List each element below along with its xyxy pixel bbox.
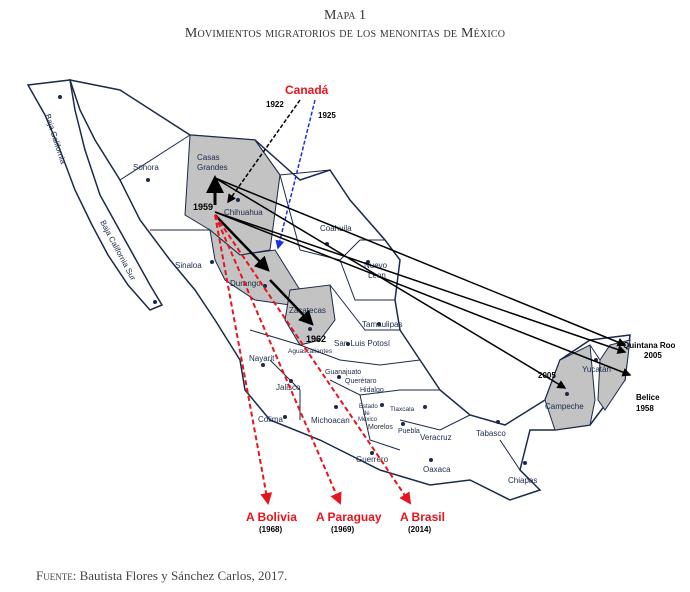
state-label: Querétaro [345,378,377,385]
state-label: Yucatán [582,365,611,374]
year-1959: 1959 [193,202,213,212]
state-label: Nayarit [249,354,275,363]
state-label: Tamaulipas [362,320,402,329]
baja-peninsula [26,79,164,311]
arrow-campeche [214,177,567,389]
state-label: Michoacan [311,416,350,425]
mainland [68,79,631,501]
year-1925: 1925 [318,111,336,120]
state-label: Chiapas [508,476,537,485]
year-1958: 1958 [636,404,654,413]
year-2005-campeche: 2005 [538,371,556,380]
arrow-1962 [269,279,314,326]
state-label: Tabasco [476,429,506,438]
state-label: Morelos [368,424,393,431]
arrow-belice [214,211,632,377]
state-label: Colima [258,415,283,424]
state-label: San Luis Potosí [334,339,391,348]
state-label: Sinaloa [175,261,202,270]
map-title: Movimientos migratorios de los menonitas… [184,26,506,41]
state-label: México [358,417,378,423]
state-label: Tlaxcala [390,406,415,413]
state-label: Oaxaca [423,465,451,474]
origin-canada-label: Canadá [285,83,329,97]
place-label: Belice [636,393,660,402]
destination-year: (1968) [259,525,282,534]
migration-arrows [206,99,632,505]
state-label: Campeche [545,402,584,411]
arrow-quintana-roo-2 [214,211,627,354]
year-1922: 1922 [266,100,284,109]
destination-label: A Bolivia [246,510,297,524]
state-label: Guerrero [356,455,389,464]
state-label: Hidalgo [360,387,384,394]
state-label: Sonora [133,163,159,172]
arrow-1922 [227,99,301,204]
arrow-paraguay [214,214,342,505]
destination-year: (2014) [408,525,431,534]
state-label: Coahuila [320,224,352,233]
destination-label: A Brasil [400,510,445,524]
year-2005-qroo: 2005 [644,351,662,360]
state-label: Jalisco [276,383,301,392]
year-1962: 1962 [306,334,326,344]
state-label: Nuevo [364,261,388,270]
arrow-durango [214,214,270,272]
state-label: Veracruz [420,433,452,442]
source-text: Bautista Flores y Sánchez Carlos, 2017. [76,568,288,583]
arrow-bolivia [214,214,273,505]
state-label: Guanajuato [325,369,361,376]
arrow-quintana-roo [214,177,627,347]
place-label: Casas [197,153,220,162]
arrow-1925 [275,99,316,250]
destination-year: (1969) [331,525,354,534]
map-number: Mapa 1 [323,8,367,23]
capital-dots [58,95,598,465]
state-label: Aguascalientes [288,348,333,355]
state-label: Chihuahua [224,208,263,217]
state-label: Estado [359,404,378,410]
source-prefix: Fuente: [36,568,77,583]
destination-label: A Paraguay [316,510,382,524]
place-label: Grandes [197,163,228,172]
state-label: de [363,411,370,417]
state-label: Puebla [398,428,420,435]
arrow-brasil [214,214,412,505]
source-note: Fuente: Bautista Flores y Sánchez Carlos… [36,568,287,584]
place-label: Quintana Roo [623,341,676,350]
